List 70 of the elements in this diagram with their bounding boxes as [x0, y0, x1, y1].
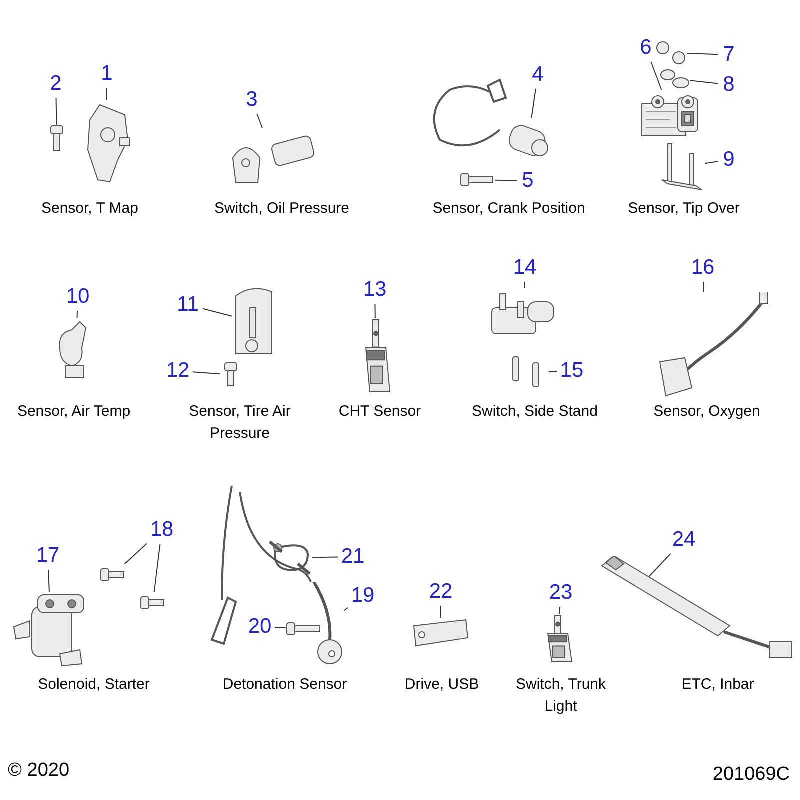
part-caption: Switch, Oil Pressure — [213, 199, 351, 219]
callout-number: 7 — [719, 42, 739, 68]
clip-drawing — [268, 540, 312, 576]
callout-number: 23 — [547, 580, 575, 606]
part-caption: Detonation Sensor — [222, 675, 348, 695]
leader-line — [274, 627, 286, 629]
part-caption: Switch, Side Stand — [471, 402, 599, 422]
leader-line — [344, 607, 348, 612]
callout-number: 15 — [558, 358, 586, 384]
part-caption: Sensor, Tip Over — [627, 199, 741, 219]
callout-number: 18 — [148, 517, 176, 543]
leader-line — [106, 88, 108, 100]
part-caption: Sensor, Oxygen — [652, 402, 762, 422]
leader-line — [202, 308, 232, 317]
callout-number: 6 — [636, 35, 656, 61]
callout-number: 16 — [689, 255, 717, 281]
callout-number: 19 — [349, 583, 377, 609]
leader-line — [559, 606, 561, 614]
leader-line — [494, 180, 518, 182]
leader-line — [686, 53, 718, 56]
leader-line — [76, 310, 78, 318]
leader-line — [192, 372, 220, 375]
leader-line — [374, 304, 376, 318]
callout-number: 2 — [46, 71, 66, 97]
callout-number: 22 — [427, 579, 455, 605]
part-caption: Sensor, Crank Position — [432, 199, 586, 219]
part-caption: CHT Sensor — [338, 402, 422, 422]
leader-line — [124, 543, 148, 564]
part-caption: Switch, Trunk Light — [514, 675, 608, 717]
callout-number: 24 — [670, 527, 698, 553]
leader-line — [648, 554, 672, 578]
part-caption: Drive, USB — [404, 675, 480, 695]
callout-number: 14 — [511, 255, 539, 281]
callout-number: 21 — [339, 544, 367, 570]
leader-line — [703, 282, 704, 292]
leader-line — [531, 88, 536, 118]
callout-number: 8 — [719, 72, 739, 98]
part-caption: Sensor, Tire Air Pressure — [188, 402, 292, 444]
callout-number: 17 — [34, 543, 62, 569]
leader-line — [704, 161, 718, 164]
drawing-number: 201069C — [712, 764, 790, 786]
callout-number: 12 — [164, 358, 192, 384]
leader-line — [312, 556, 338, 558]
callout-number: 1 — [97, 61, 117, 87]
leader-line — [690, 80, 718, 84]
sensor-drawing — [310, 582, 344, 667]
nut-drawing — [655, 40, 687, 66]
leader-line — [548, 371, 558, 373]
leader-line — [48, 570, 50, 592]
part-caption: Sensor, T Map — [40, 199, 140, 219]
callout-number: 20 — [246, 614, 274, 640]
leader-line — [650, 62, 662, 90]
u-bolt-drawing — [660, 142, 705, 192]
part-caption: Sensor, Air Temp — [16, 402, 132, 422]
callout-number: 9 — [719, 147, 739, 173]
callout-number: 10 — [64, 284, 92, 310]
callout-number: 3 — [242, 87, 262, 113]
leader-line — [524, 282, 526, 288]
leader-line — [256, 114, 263, 128]
callout-number: 13 — [361, 277, 389, 303]
part-caption: ETC, Inbar — [680, 675, 756, 695]
leader-line — [440, 606, 442, 618]
copyright-note: © 2020 — [8, 760, 71, 782]
leader-line — [154, 544, 161, 592]
washer-drawing — [660, 68, 690, 90]
part-caption: Solenoid, Starter — [37, 675, 151, 695]
leader-line — [56, 98, 58, 126]
callout-number: 4 — [528, 62, 548, 88]
callout-number: 5 — [518, 168, 538, 194]
callout-number: 11 — [174, 292, 202, 318]
